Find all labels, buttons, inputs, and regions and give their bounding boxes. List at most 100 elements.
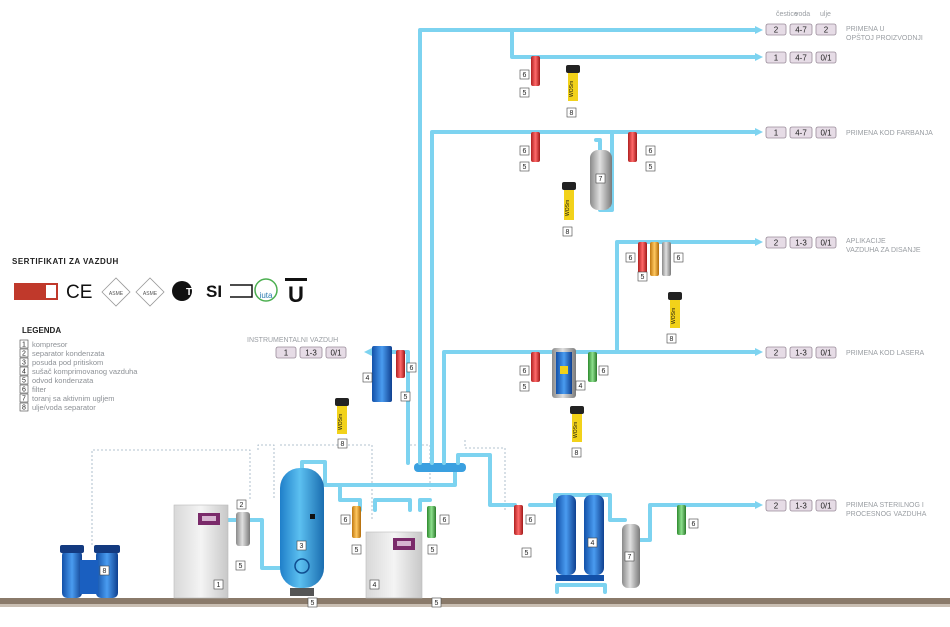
svg-text:6: 6 [529,517,533,524]
svg-text:6: 6 [22,387,26,394]
tp-mark-icon: TP [172,281,199,301]
legend-item: 8 ulje/voda separator [19,402,96,412]
condensate-separator: 2 5 [235,499,250,571]
application-row-painting: 1 4-7 0/1 PRIMENA KOD FARBANJA [765,126,933,139]
u-stamp-icon: U [285,278,307,307]
ground-line [0,598,950,604]
svg-text:5: 5 [431,547,435,554]
pipe-network [216,28,757,594]
refrigerated-dryer: 4 5 [365,531,442,608]
certificates-section: SERTIFIKATI ZA VAZDUH CE ASME ASME TP SI… [12,257,307,307]
svg-text:6: 6 [410,365,414,372]
application-row-general-2: 1 4-7 0/1 [765,51,837,64]
svg-text:1-3: 1-3 [305,349,317,358]
svg-text:WOSm: WOSm [573,422,579,438]
svg-text:WOSm: WOSm [671,308,677,324]
pressure-vessel: 3 5 [280,468,324,608]
svg-text:8: 8 [103,568,107,575]
application-label: PRIMENA U [846,26,885,33]
svg-text:6: 6 [692,521,696,528]
header-oil: ulje [820,11,831,18]
application-label: PRIMENA KOD LASERA [846,350,925,357]
svg-text:3: 3 [22,360,26,367]
instrument-air-dryer: 4 6 5 [362,346,417,402]
svg-text:3: 3 [300,543,304,550]
svg-text:8: 8 [670,336,674,343]
svg-text:0/1: 0/1 [820,349,832,358]
svg-text:1: 1 [774,54,779,63]
svg-text:8: 8 [566,229,570,236]
legend-item: 4 sušač komprimovanog vazduha [19,366,138,376]
svg-text:5: 5 [22,378,26,385]
asme-stamp-icon: ASME [101,277,131,307]
svg-text:1: 1 [217,582,221,589]
svg-text:ASME: ASME [109,291,124,297]
header-water: voda [795,11,810,18]
svg-text:6: 6 [602,368,606,375]
svg-text:2: 2 [240,502,244,509]
svg-text:ASME: ASME [143,291,158,297]
svg-text:6: 6 [677,255,681,262]
svg-text:filter: filter [32,385,47,394]
svg-text:2: 2 [824,26,829,35]
svg-text:8: 8 [575,450,579,457]
ground-line-light [0,604,950,607]
certificates-title: SERTIFIKATI ZA VAZDUH [12,257,119,266]
legend: LEGENDA 1 kompresor 2 separator kondenza… [19,326,138,412]
svg-text:6: 6 [523,148,527,155]
svg-text:0/1: 0/1 [820,54,832,63]
svg-text:2: 2 [774,502,779,511]
application-label-2: VAZDUHA ZA DISANJE [846,247,921,254]
svg-text:6: 6 [649,148,653,155]
manifold [414,463,466,472]
svg-text:0/1: 0/1 [330,349,342,358]
svg-text:5: 5 [404,394,408,401]
laser-air-treatment: 6 5 4 6 WOSm 8 [519,348,609,458]
application-label: PRIMENA KOD FARBANJA [846,130,933,137]
filter-green: 6 5 [427,506,450,555]
svg-text:6: 6 [344,517,348,524]
svg-text:WOSm: WOSm [338,414,344,430]
svg-text:1-3: 1-3 [795,239,807,248]
filter-red-general: 6 5 WOSm 8 [519,56,580,118]
svg-text:U: U [288,282,304,307]
svg-text:5: 5 [523,384,527,391]
legend-item: 1 kompresor [19,339,68,349]
svg-text:6: 6 [443,517,447,524]
application-row-breathing: 2 1-3 0/1 APLIKACIJE VAZDUHA ZA DISANJE [765,236,921,254]
svg-text:odvod kondenzata: odvod kondenzata [32,376,94,385]
svg-text:6: 6 [523,368,527,375]
oil-water-separator-large: 8 [60,545,120,598]
application-row-general: 2 4-7 2 PRIMENA U OPŠTOJ PROIZVODNJI [765,23,923,42]
application-row-laser: 2 1-3 0/1 PRIMENA KOD LASERA [765,346,925,359]
painting-treatment: 6 5 7 6 5 WOSm 8 [519,132,656,237]
breathing-air-treatment: 6 6 5 WOSm 8 [625,242,684,344]
svg-text:1: 1 [774,129,779,138]
svg-text:1: 1 [284,349,289,358]
svg-text:toranj sa aktivnim ugljem: toranj sa aktivnim ugljem [32,394,115,403]
svg-text:4: 4 [22,369,26,376]
legend-item: 5 odvod kondenzata [19,375,94,385]
svg-text:8: 8 [570,110,574,117]
svg-text:4: 4 [366,375,370,382]
svg-text:2: 2 [774,239,779,248]
si-mark-icon: SI [206,282,253,301]
iuta-mark-icon: iuta [254,278,278,302]
svg-text:posuda pod pritiskom: posuda pod pritiskom [32,358,103,367]
application-label: APLIKACIJE [846,238,886,245]
application-label-2: PROCESNOG VAZDUHA [846,511,927,518]
svg-text:sušač komprimovanog vazduha: sušač komprimovanog vazduha [32,367,138,376]
svg-text:4: 4 [591,540,595,547]
svg-text:5: 5 [355,547,359,554]
svg-text:4: 4 [373,582,377,589]
svg-text:TP: TP [186,287,199,298]
instrument-label: INSTRUMENTALNI VAZDUH [247,337,338,344]
svg-text:0/1: 0/1 [820,239,832,248]
svg-text:5: 5 [523,164,527,171]
svg-text:5: 5 [311,600,315,607]
svg-text:8: 8 [341,441,345,448]
svg-text:4-7: 4-7 [795,54,807,63]
svg-text:0/1: 0/1 [820,502,832,511]
ce-mark-icon: CE [66,282,92,303]
